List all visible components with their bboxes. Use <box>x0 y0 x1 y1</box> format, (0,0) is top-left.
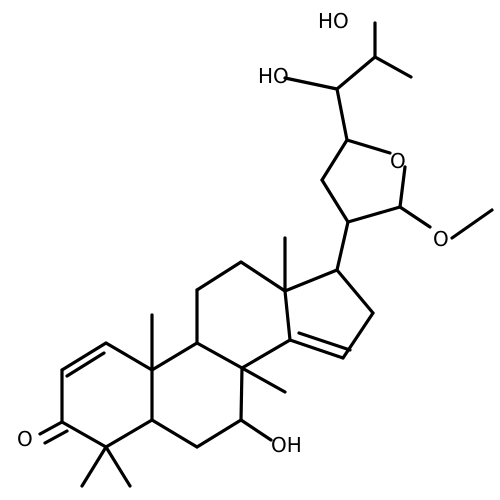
oh-side-label: HO <box>258 64 289 88</box>
bond <box>288 338 345 360</box>
atom-labels: HO HO O O O OH <box>17 9 449 457</box>
ketone-oxygen-label: O <box>17 427 33 451</box>
bond <box>335 87 349 142</box>
bond <box>43 429 69 445</box>
ring-c <box>195 236 292 370</box>
bond <box>104 445 132 488</box>
bond <box>65 351 106 378</box>
bond <box>150 341 199 372</box>
ring-oxygen-label: O <box>390 149 406 173</box>
bond <box>335 55 377 91</box>
tetrahydrofuran-ring <box>320 138 494 272</box>
bond <box>195 418 243 449</box>
bond <box>104 341 154 372</box>
bond <box>283 76 339 91</box>
methoxy-oxygen-label: O <box>433 227 449 251</box>
bond <box>240 338 292 370</box>
bond <box>240 366 287 394</box>
bond <box>239 418 273 442</box>
bond <box>398 165 407 209</box>
bond <box>320 138 349 182</box>
bond <box>373 55 413 79</box>
ring-a <box>38 313 154 488</box>
bond <box>195 341 244 370</box>
bond <box>398 205 432 229</box>
side-chain-diol <box>283 21 413 142</box>
bond <box>80 445 108 488</box>
bond <box>283 289 292 342</box>
bond <box>104 418 154 449</box>
bond <box>60 420 108 449</box>
bond <box>341 311 375 360</box>
bond <box>60 341 108 372</box>
ring-d <box>283 268 375 360</box>
bond <box>239 366 244 422</box>
bond <box>345 138 392 155</box>
bond <box>335 268 375 315</box>
bond <box>239 260 287 293</box>
bond <box>283 268 339 293</box>
bond <box>195 260 243 292</box>
bond <box>450 208 494 240</box>
bond <box>150 418 199 449</box>
ring-b <box>150 341 287 449</box>
oh-bottom-label: OH <box>271 433 302 457</box>
bond <box>38 420 64 436</box>
bond <box>346 205 402 224</box>
bond <box>320 178 350 224</box>
oh-top-label: HO <box>318 9 349 33</box>
bond <box>297 331 352 352</box>
bond <box>335 220 350 272</box>
